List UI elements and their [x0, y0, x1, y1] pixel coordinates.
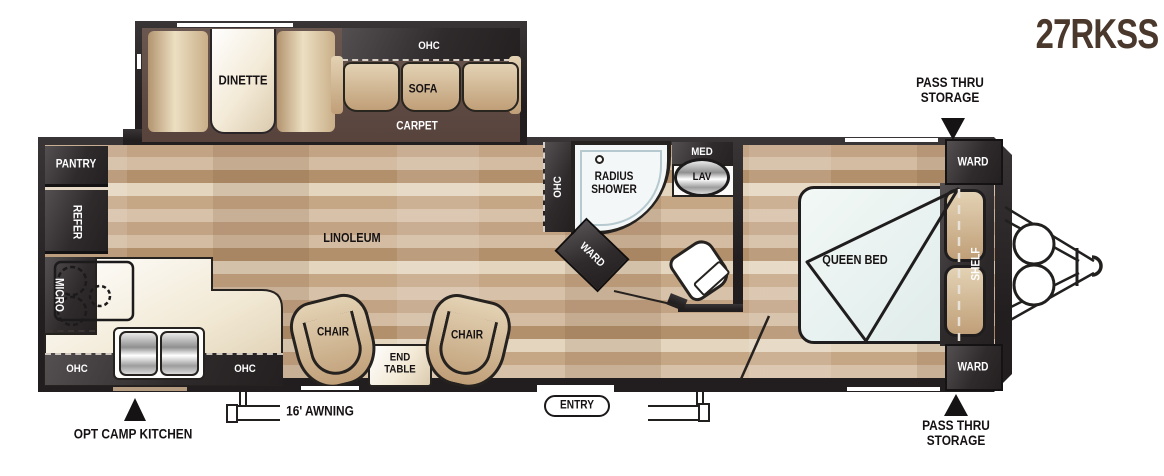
kitchen-ohc-left-label: OHC — [66, 362, 88, 375]
awning-label: 16' AWNING — [286, 403, 354, 419]
lav-label: LAV — [692, 170, 712, 183]
chair-left-label: CHAIR — [316, 326, 350, 339]
sofa-label: SOFA — [408, 81, 438, 96]
ward-top-label: WARD — [957, 156, 989, 169]
queen-bed-label: QUEEN BED — [822, 253, 888, 267]
sofa-cushion — [401, 62, 461, 112]
entry-label: ENTRY — [560, 399, 594, 412]
shelf-label: SHELF — [970, 247, 983, 281]
bathroom-ohc-label: OHC — [551, 176, 564, 198]
slideout-step — [123, 129, 143, 145]
lav-sink — [674, 158, 730, 197]
linoleum-label: LINOLEUM — [323, 231, 381, 245]
medicine-cabinet — [672, 142, 738, 164]
sofa-ohc-label: OHC — [418, 39, 440, 52]
med-label: MED — [691, 145, 713, 158]
bedroom-window-top — [845, 138, 938, 142]
bathroom-wall-right — [733, 140, 743, 312]
dinette-label: DINETTE — [218, 72, 268, 88]
entry-door-opening — [537, 385, 614, 392]
micro-label: MICRO — [52, 278, 65, 312]
kitchen-ohc-right-label: OHC — [234, 362, 256, 375]
sofa-armrest-left — [331, 56, 343, 114]
wardrobe-bottom — [945, 344, 1003, 391]
dinette-table — [210, 29, 276, 134]
dinette-bench-left — [148, 31, 208, 132]
sofa-cushion — [343, 62, 400, 112]
end-table-label: END TABLE — [384, 351, 416, 376]
model-title: 27RKSS — [1035, 10, 1159, 57]
opt-camp-kitchen-label: OPT CAMP KITCHEN — [73, 426, 193, 442]
slideout-window-left — [137, 54, 141, 69]
sofa-overhead-cabinet — [342, 28, 520, 61]
sofa-cushion — [462, 62, 519, 112]
counter-dashed-line — [47, 330, 95, 332]
refrigerator — [45, 190, 108, 254]
ward-bottom-label: WARD — [957, 361, 989, 374]
bathroom-wall-bottom — [678, 304, 743, 312]
wardrobe-top — [945, 139, 1003, 185]
chair-right-label: CHAIR — [450, 329, 484, 342]
pantry-cabinet — [45, 146, 108, 187]
slideout-window-top — [177, 23, 293, 27]
pass-thru-storage-top-label: PASS THRU STORAGE — [916, 74, 984, 105]
refer-label: REFER — [70, 204, 83, 240]
sink-basin — [160, 331, 199, 376]
camp-kitchen-access — [113, 387, 187, 391]
bedroom-window-bottom — [847, 387, 940, 391]
pass-thru-storage-bottom-label: PASS THRU STORAGE — [922, 417, 990, 448]
shower-head — [595, 155, 604, 164]
carpet-label: CARPET — [396, 120, 438, 133]
pantry-label: PANTRY — [55, 158, 97, 171]
living-window-bottom — [301, 386, 359, 390]
bathroom-overhead-cabinet — [543, 142, 571, 232]
entry-badge — [544, 395, 610, 417]
dinette-bench-right — [277, 31, 335, 132]
sink-basin — [119, 331, 158, 376]
radius-shower-label: RADIUS SHOWER — [591, 171, 637, 196]
